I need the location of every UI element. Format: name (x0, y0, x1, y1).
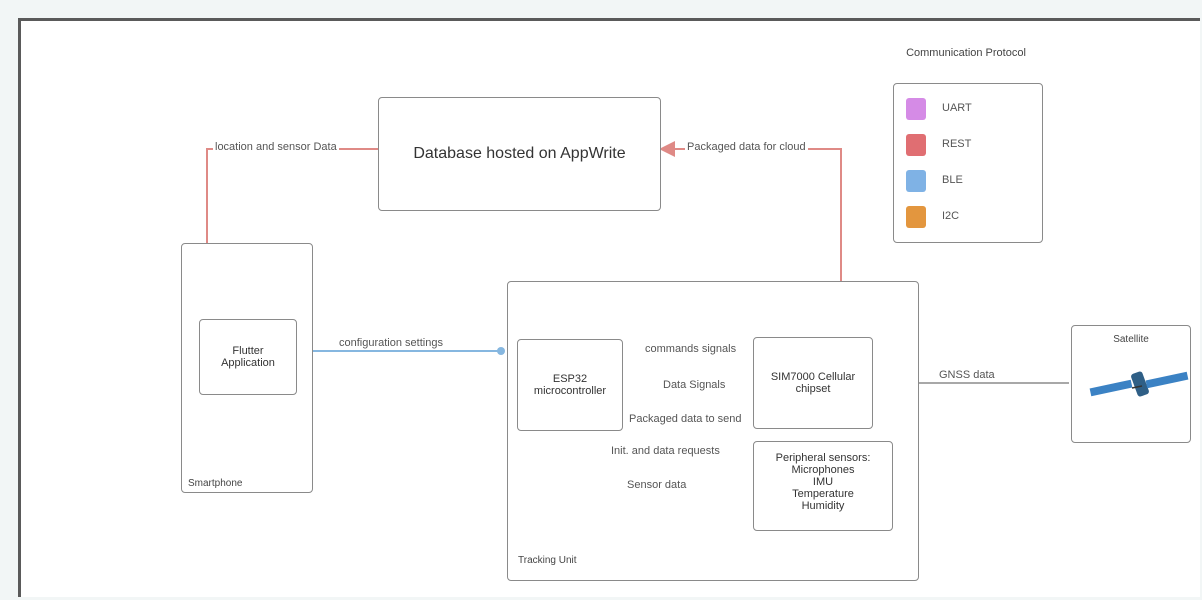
legend-label-ble: BLE (942, 174, 963, 186)
peripheral-item: Microphones (791, 464, 855, 476)
label-sensor-data: Sensor data (625, 479, 689, 491)
esp32-node: ESP32 microcontroller (517, 339, 623, 431)
peripheral-item: Temperature (792, 488, 854, 500)
legend-title: Communication Protocol (906, 47, 1026, 59)
diagram-canvas: Database hosted on AppWrite Smartphone F… (18, 18, 1200, 597)
label-data-signals: Data Signals (661, 379, 728, 391)
satellite-node: Satellite (1071, 325, 1191, 443)
legend-label-rest: REST (942, 138, 972, 150)
flutter-app-node: Flutter Application (199, 319, 297, 395)
ble-endpoint (497, 347, 505, 355)
peripheral-item: IMU (812, 476, 834, 488)
legend-box: UART REST BLE I2C (893, 83, 1043, 243)
sim7000-node: SIM7000 Cellular chipset (753, 337, 873, 429)
flutter-app-label: Flutter Application (221, 345, 275, 369)
legend-swatch-ble (906, 170, 926, 192)
label-gnss: GNSS data (937, 369, 997, 381)
smartphone-label: Smartphone (188, 478, 243, 489)
tracking-unit-label: Tracking Unit (518, 555, 577, 566)
label-init-requests: Init. and data requests (609, 445, 722, 457)
legend-label-uart: UART (942, 102, 972, 114)
label-config: configuration settings (337, 337, 445, 349)
peripheral-node: Peripheral sensors: Microphones IMU Temp… (753, 441, 893, 531)
legend-swatch-rest (906, 134, 926, 156)
satellite-label: Satellite (1113, 334, 1149, 345)
esp32-label: ESP32 microcontroller (533, 373, 607, 397)
database-label: Database hosted on AppWrite (413, 145, 626, 162)
legend-swatch-i2c (906, 206, 926, 228)
label-commands: commands signals (643, 343, 739, 355)
satellite-icon (1089, 371, 1189, 397)
sim7000-label: SIM7000 Cellular chipset (770, 371, 856, 395)
label-packaged-cloud: Packaged data for cloud (685, 141, 808, 153)
peripheral-item: Humidity (801, 500, 845, 512)
label-location-sensor: location and sensor Data (213, 141, 339, 153)
legend-label-i2c: I2C (942, 210, 960, 222)
label-packaged-send: Packaged data to send (627, 413, 744, 425)
database-node: Database hosted on AppWrite (378, 97, 661, 211)
tracking-unit-container: Tracking Unit (507, 281, 919, 581)
legend-swatch-uart (906, 98, 926, 120)
peripheral-title: Peripheral sensors: (775, 452, 871, 464)
